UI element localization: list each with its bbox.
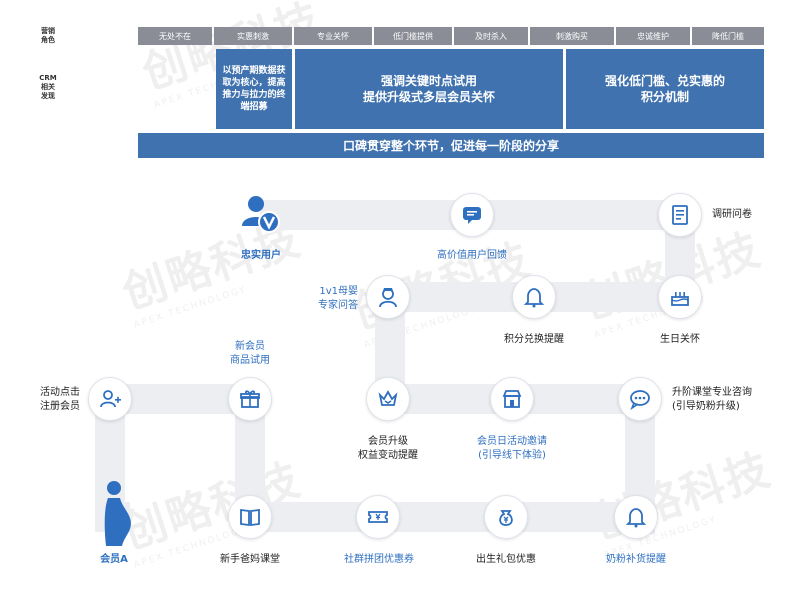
role-cell: 无处不在 [138,27,212,45]
node-points [512,275,556,319]
label-loyal-user: 忠实用户 [241,250,281,261]
gift-icon [240,390,260,408]
crm-block-points: 强化低门槛、兑实惠的 积分机制 [566,49,764,129]
survey-icon [672,205,688,225]
role-cell: 降低门槛 [692,27,764,45]
node-advance [618,377,662,421]
nurse-icon [379,288,397,308]
node-course [228,495,272,539]
book-icon [240,508,260,527]
label-member-day: 会员日活动邀请 (引导线下体验) [477,436,547,461]
label-survey: 调研问卷 [712,209,752,220]
crown-icon [378,390,398,406]
coupon-icon [368,511,388,523]
role-cell: 专业关怀 [294,27,372,45]
node-survey [658,193,702,237]
label-feedback: 高价值用户回馈 [437,250,507,261]
label-gift: 出生礼包优惠 [476,554,536,565]
node-gift [484,495,528,539]
label-coupon: 社群拼团优惠券 [344,554,414,565]
role-row-label: 营销 角色 [41,27,55,44]
role-cell: 及时杀入 [454,27,528,45]
label-trial: 新会员 商品试用 [230,341,270,366]
label-expert: 1v1母婴 专家问答 [318,286,358,311]
label-course: 新手爸妈课堂 [220,554,280,565]
track-segment [235,502,655,532]
crm-row-label: CRM 相关 发现 [39,74,57,100]
marketing-roles-bar: 无处不在 实惠刺激 专业关怀 低门槛提供 及时杀入 刺激购买 忠诚维护 降低门槛 [138,27,764,45]
label-points: 积分兑换提醒 [504,334,564,345]
money-bag-icon [499,510,513,526]
message-dots-icon [630,390,650,411]
role-cell: 低门槛提供 [374,27,452,45]
cake-icon [671,292,689,306]
bell-icon [625,508,647,528]
node-refill [614,495,658,539]
node-trial [228,377,272,421]
node-member-day [490,377,534,421]
pregnant-woman-icon [92,478,140,550]
label-member-a: 会员A [100,554,128,565]
node-coupon [356,495,400,539]
label-birthday: 生日关怀 [660,334,700,345]
node-upgrade [366,377,410,421]
word-of-mouth-bar: 口碑贯穿整个环节，促进每一阶段的分享 [138,133,764,158]
bell-icon [523,288,545,308]
role-cell: 实惠刺激 [214,27,292,45]
role-cell: 刺激购买 [530,27,614,45]
node-register [88,377,132,421]
node-birthday [658,275,702,319]
loyal-user-icon [238,192,282,236]
label-upgrade: 会员升级 权益变动提醒 [358,436,418,461]
add-user-icon [100,390,121,408]
chat-bubble-icon [463,207,481,224]
label-advance: 升阶课堂专业咨询 (引导奶粉升级) [672,387,752,412]
crm-block-recruit: 以预产期数据获取为核心，提高推力与拉力的终端招募 [216,49,292,129]
node-expert [366,275,410,319]
role-cell: 忠诚维护 [616,27,690,45]
label-refill: 奶粉补货提醒 [606,554,666,565]
node-feedback [450,193,494,237]
crm-block-trial-care: 强调关键时点试用 提供升级式多层会员关怀 [295,49,563,129]
label-register: 活动点击 注册会员 [40,387,80,412]
store-icon [502,390,522,408]
